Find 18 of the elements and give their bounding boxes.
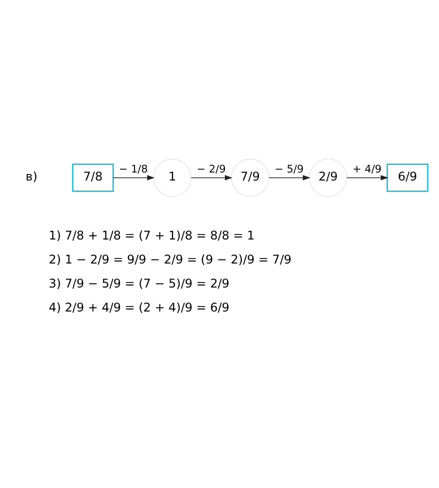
label: 2) 1 − 2/9 = 9/9 − 2/9 = (9 − 2)/9 = 7/9 [48,252,292,267]
edge-label: − 2/9 [196,164,226,176]
node-box: 6/9 [386,164,428,192]
arrow [112,175,155,180]
label: 1) 7/8 + 1/8 = (7 + 1)/8 = 8/8 = 1 [48,228,255,243]
arrow [268,175,310,180]
edge-label: + 4/9 [352,164,382,176]
label: 3) 7/9 − 5/9 = (7 − 5)/9 = 2/9 [48,276,230,291]
node-circle: 7/9 [231,158,270,197]
node-circle: 1 [153,158,192,197]
node-circle: 2/9 [309,158,348,197]
node-box: 7/8 [72,164,114,192]
label: 4) 2/9 + 4/9 = (2 + 4)/9 = 6/9 [48,300,230,315]
label: в) [26,170,38,184]
edge-label: − 5/9 [274,164,304,176]
arrow [346,175,388,180]
edge-label: − 1/8 [118,164,148,176]
arrow [190,175,232,180]
